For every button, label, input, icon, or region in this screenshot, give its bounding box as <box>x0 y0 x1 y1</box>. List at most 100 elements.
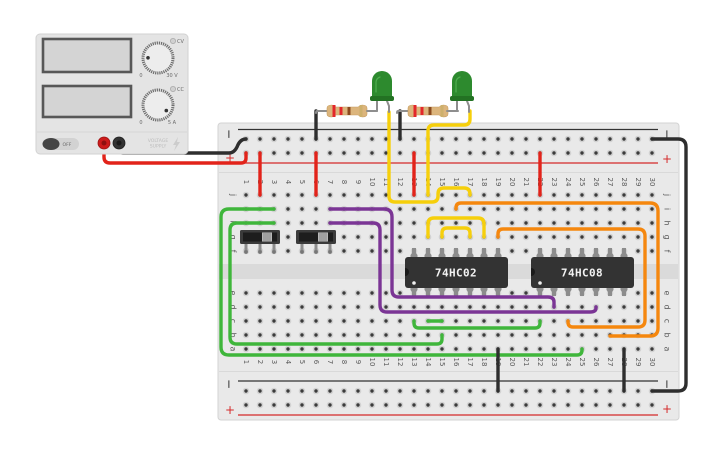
breadboard-hole[interactable] <box>494 219 502 227</box>
breadboard-hole[interactable] <box>480 135 488 143</box>
breadboard-hole[interactable] <box>452 149 460 157</box>
breadboard-hole[interactable] <box>326 135 334 143</box>
breadboard-hole[interactable] <box>368 401 376 409</box>
breadboard-hole[interactable] <box>606 401 614 409</box>
breadboard-hole[interactable] <box>466 149 474 157</box>
breadboard-hole[interactable] <box>508 233 516 241</box>
breadboard-hole[interactable] <box>508 317 516 325</box>
breadboard-hole[interactable] <box>298 135 306 143</box>
breadboard-hole[interactable] <box>410 387 418 395</box>
breadboard-hole[interactable] <box>368 345 376 353</box>
breadboard-hole[interactable] <box>648 401 656 409</box>
breadboard-hole[interactable] <box>326 317 334 325</box>
breadboard-hole[interactable] <box>522 317 530 325</box>
breadboard-hole[interactable] <box>578 317 586 325</box>
breadboard-hole[interactable] <box>242 289 250 297</box>
breadboard-hole[interactable] <box>494 191 502 199</box>
breadboard-hole[interactable] <box>382 289 390 297</box>
breadboard-hole[interactable] <box>270 135 278 143</box>
breadboard-hole[interactable] <box>396 233 404 241</box>
breadboard-hole[interactable] <box>256 317 264 325</box>
breadboard-hole[interactable] <box>270 331 278 339</box>
breadboard-hole[interactable] <box>480 345 488 353</box>
breadboard-hole[interactable] <box>410 303 418 311</box>
breadboard-hole[interactable] <box>550 387 558 395</box>
breadboard-hole[interactable] <box>522 191 530 199</box>
breadboard-hole[interactable] <box>424 303 432 311</box>
breadboard-hole[interactable] <box>354 149 362 157</box>
breadboard-hole[interactable] <box>396 317 404 325</box>
breadboard-hole[interactable] <box>256 289 264 297</box>
breadboard-hole[interactable] <box>340 289 348 297</box>
breadboard-hole[interactable] <box>550 233 558 241</box>
power-switch[interactable]: OFF <box>42 138 80 150</box>
breadboard-hole[interactable] <box>396 289 404 297</box>
breadboard-hole[interactable] <box>522 205 530 213</box>
breadboard-hole[interactable] <box>368 331 376 339</box>
breadboard-hole[interactable] <box>354 317 362 325</box>
breadboard-hole[interactable] <box>592 135 600 143</box>
breadboard-hole[interactable] <box>592 401 600 409</box>
breadboard-hole[interactable] <box>466 401 474 409</box>
breadboard-hole[interactable] <box>284 345 292 353</box>
breadboard-hole[interactable] <box>256 135 264 143</box>
breadboard-hole[interactable] <box>382 331 390 339</box>
breadboard-hole[interactable] <box>354 331 362 339</box>
breadboard-hole[interactable] <box>452 401 460 409</box>
breadboard-hole[interactable] <box>648 289 656 297</box>
breadboard-hole[interactable] <box>410 345 418 353</box>
breadboard-hole[interactable] <box>536 303 544 311</box>
breadboard-hole[interactable] <box>564 149 572 157</box>
breadboard-hole[interactable] <box>396 303 404 311</box>
breadboard-hole[interactable] <box>508 387 516 395</box>
breadboard-hole[interactable] <box>620 191 628 199</box>
breadboard-hole[interactable] <box>270 401 278 409</box>
wire-yellow[interactable] <box>426 109 472 197</box>
breadboard-hole[interactable] <box>242 331 250 339</box>
breadboard-hole[interactable] <box>550 219 558 227</box>
breadboard-hole[interactable] <box>550 317 558 325</box>
breadboard-hole[interactable] <box>340 135 348 143</box>
breadboard-hole[interactable] <box>522 149 530 157</box>
led[interactable] <box>446 71 474 113</box>
breadboard-hole[interactable] <box>270 303 278 311</box>
breadboard-hole[interactable] <box>382 317 390 325</box>
breadboard-hole[interactable] <box>508 289 516 297</box>
breadboard-hole[interactable] <box>508 331 516 339</box>
wire-purple[interactable] <box>328 221 598 314</box>
breadboard-hole[interactable] <box>466 387 474 395</box>
breadboard-hole[interactable] <box>452 387 460 395</box>
breadboard-hole[interactable] <box>284 303 292 311</box>
breadboard-hole[interactable] <box>648 247 656 255</box>
breadboard-hole[interactable] <box>634 233 642 241</box>
breadboard-hole[interactable] <box>522 401 530 409</box>
breadboard-hole[interactable] <box>410 219 418 227</box>
breadboard-hole[interactable] <box>242 387 250 395</box>
breadboard-hole[interactable] <box>466 345 474 353</box>
breadboard-hole[interactable] <box>592 233 600 241</box>
breadboard-hole[interactable] <box>354 345 362 353</box>
current-knob[interactable] <box>141 88 175 122</box>
breadboard-hole[interactable] <box>256 387 264 395</box>
breadboard-hole[interactable] <box>410 401 418 409</box>
breadboard-hole[interactable] <box>564 233 572 241</box>
breadboard-hole[interactable] <box>256 303 264 311</box>
breadboard-hole[interactable] <box>606 345 614 353</box>
breadboard-hole[interactable] <box>396 331 404 339</box>
slide-switch[interactable] <box>296 230 336 254</box>
breadboard-hole[interactable] <box>634 401 642 409</box>
wire-red[interactable] <box>102 144 248 165</box>
breadboard-hole[interactable] <box>438 387 446 395</box>
breadboard-hole[interactable] <box>522 247 530 255</box>
breadboard-hole[interactable] <box>522 303 530 311</box>
breadboard-hole[interactable] <box>298 317 306 325</box>
breadboard-hole[interactable] <box>242 345 250 353</box>
breadboard-hole[interactable] <box>256 401 264 409</box>
breadboard-hole[interactable] <box>354 247 362 255</box>
breadboard-hole[interactable] <box>522 219 530 227</box>
breadboard-hole[interactable] <box>424 331 432 339</box>
breadboard-hole[interactable] <box>480 149 488 157</box>
breadboard-hole[interactable] <box>648 219 656 227</box>
breadboard-hole[interactable] <box>508 205 516 213</box>
